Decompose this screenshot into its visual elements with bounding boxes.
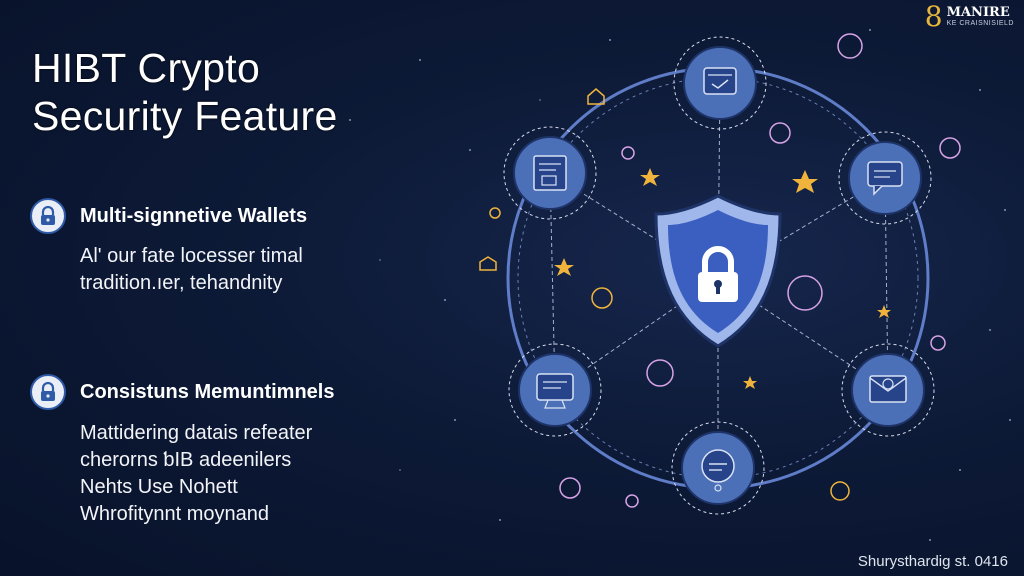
brand-mark-icon: 8 xyxy=(924,0,943,33)
small-glyph-icons xyxy=(479,88,605,271)
shield-lock-icon xyxy=(654,194,782,348)
lock-icon xyxy=(30,374,66,410)
feature-description-line: Nehts Use Nohett xyxy=(80,476,238,498)
title-line-1: HIBT Crypto xyxy=(32,45,261,91)
feature-description-line: Al' our fate locesser timal xyxy=(80,245,303,267)
feature-description: Al' our fate locesser timal tradition.ıe… xyxy=(80,243,303,297)
brand-tagline: KE CRAISNISIELD xyxy=(946,20,1014,27)
feature-heading: Multi-signnetive Wallets xyxy=(80,205,308,227)
page-title: HIBT Crypto Security Feature xyxy=(32,44,338,140)
inner-ring xyxy=(517,77,919,479)
brand-name: MANIRE xyxy=(946,5,1010,20)
document-icon xyxy=(533,155,567,191)
node-chat xyxy=(838,131,932,225)
display-icon xyxy=(536,373,574,409)
feature-description-line: cherorns ƅIB adeenilers xyxy=(80,449,292,471)
feature-heading: Consistuns Memuntimnels xyxy=(80,381,335,403)
star-icons xyxy=(554,168,891,389)
feature-description-line: Whrofitynnt moynand xyxy=(80,503,269,525)
envelope-icon xyxy=(869,375,907,403)
node-document xyxy=(503,126,597,220)
node-message xyxy=(671,421,765,515)
lock-icon xyxy=(30,198,66,234)
brand-logo: 8 MANIRE KE CRAISNISIELD xyxy=(925,2,1014,32)
message-icon xyxy=(701,449,735,492)
feature-description-line: Mattidering datais refeater xyxy=(80,422,313,444)
title-line-2: Security Feature xyxy=(32,93,338,139)
feature-description-line: tradition.ıer, tehandnity xyxy=(80,272,283,294)
footer-text: Shurysthardig st. 0416 xyxy=(857,553,1008,570)
chat-icon xyxy=(867,161,903,196)
security-network-diagram xyxy=(479,33,961,515)
node-window xyxy=(673,36,767,130)
window-icon xyxy=(703,67,737,95)
node-display xyxy=(508,343,602,437)
node-envelope xyxy=(841,343,935,437)
decorative-circles xyxy=(489,33,961,508)
feature-description: Mattidering datais refeater cherorns ƅIB… xyxy=(80,420,312,528)
